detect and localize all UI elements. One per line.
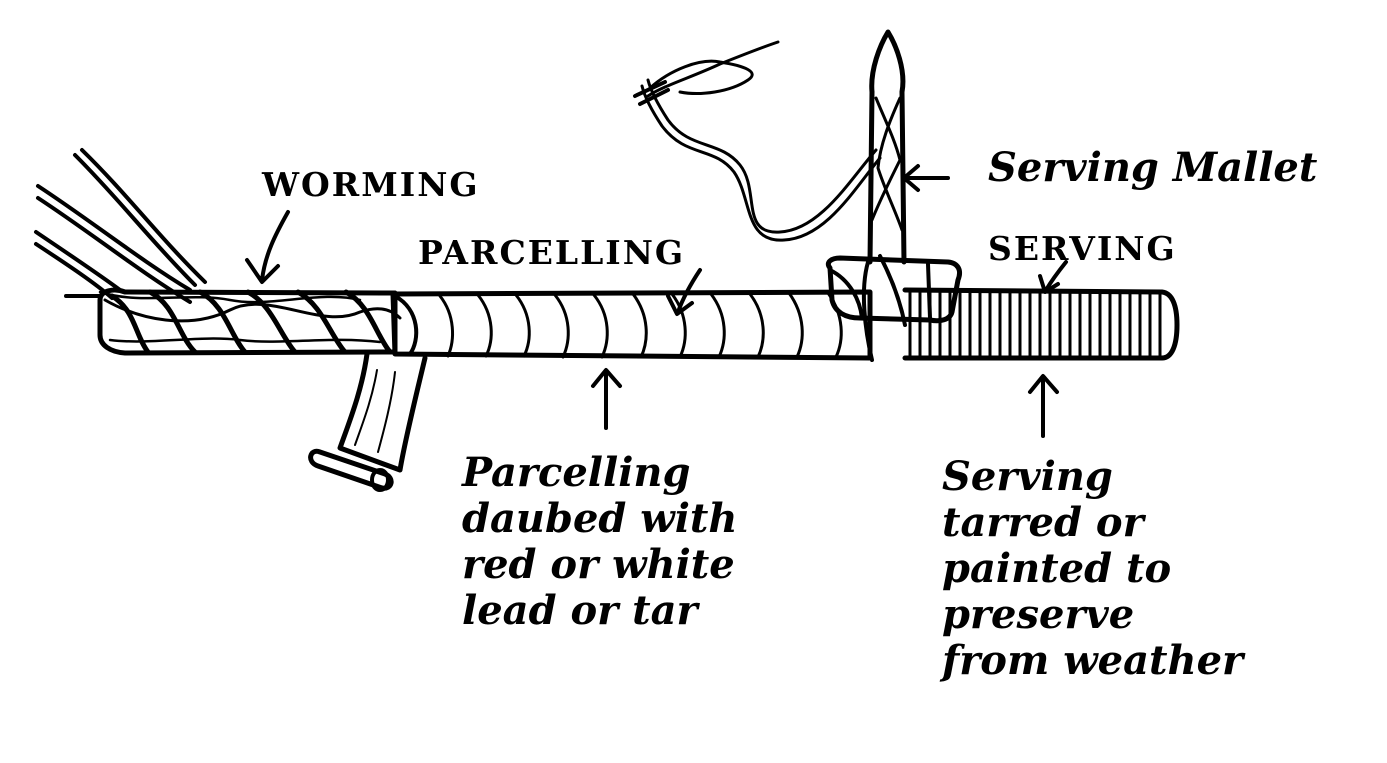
wormed-rope (97, 287, 402, 356)
serving-label: SERVING (988, 229, 1177, 268)
parcelling-arrow (676, 268, 702, 314)
serving-note-line: painted to (942, 545, 1172, 592)
serving-note-line: tarred or (942, 499, 1144, 546)
serving-note: Serving tarred or painted to preserve fr… (942, 454, 1243, 684)
parcelling-label: PARCELLING (418, 233, 686, 272)
serving-note-line: preserve (942, 591, 1135, 638)
parcelling-note-line: daubed with (462, 495, 738, 542)
parcelling-note-line: Parcelling (462, 449, 691, 496)
parcelling-note-line: lead or tar (462, 587, 698, 634)
serving-yarn (633, 40, 882, 242)
parcelling-strip (337, 351, 428, 473)
parcelling-note-line: red or white (462, 541, 735, 588)
pointer-arrows (245, 164, 1068, 438)
loose-strands (34, 148, 207, 304)
served-rope (902, 287, 1180, 361)
serving-arrow (1044, 260, 1068, 292)
serving-note-line: from weather (942, 637, 1244, 684)
serving-note-line: Serving (942, 453, 1113, 500)
worming-label: WORMING (262, 165, 480, 204)
worming-arrow (260, 210, 290, 282)
parcelling-note: Parcelling daubed with red or white lead… (462, 450, 737, 634)
serving-mallet-label: Serving Mallet (988, 144, 1318, 191)
